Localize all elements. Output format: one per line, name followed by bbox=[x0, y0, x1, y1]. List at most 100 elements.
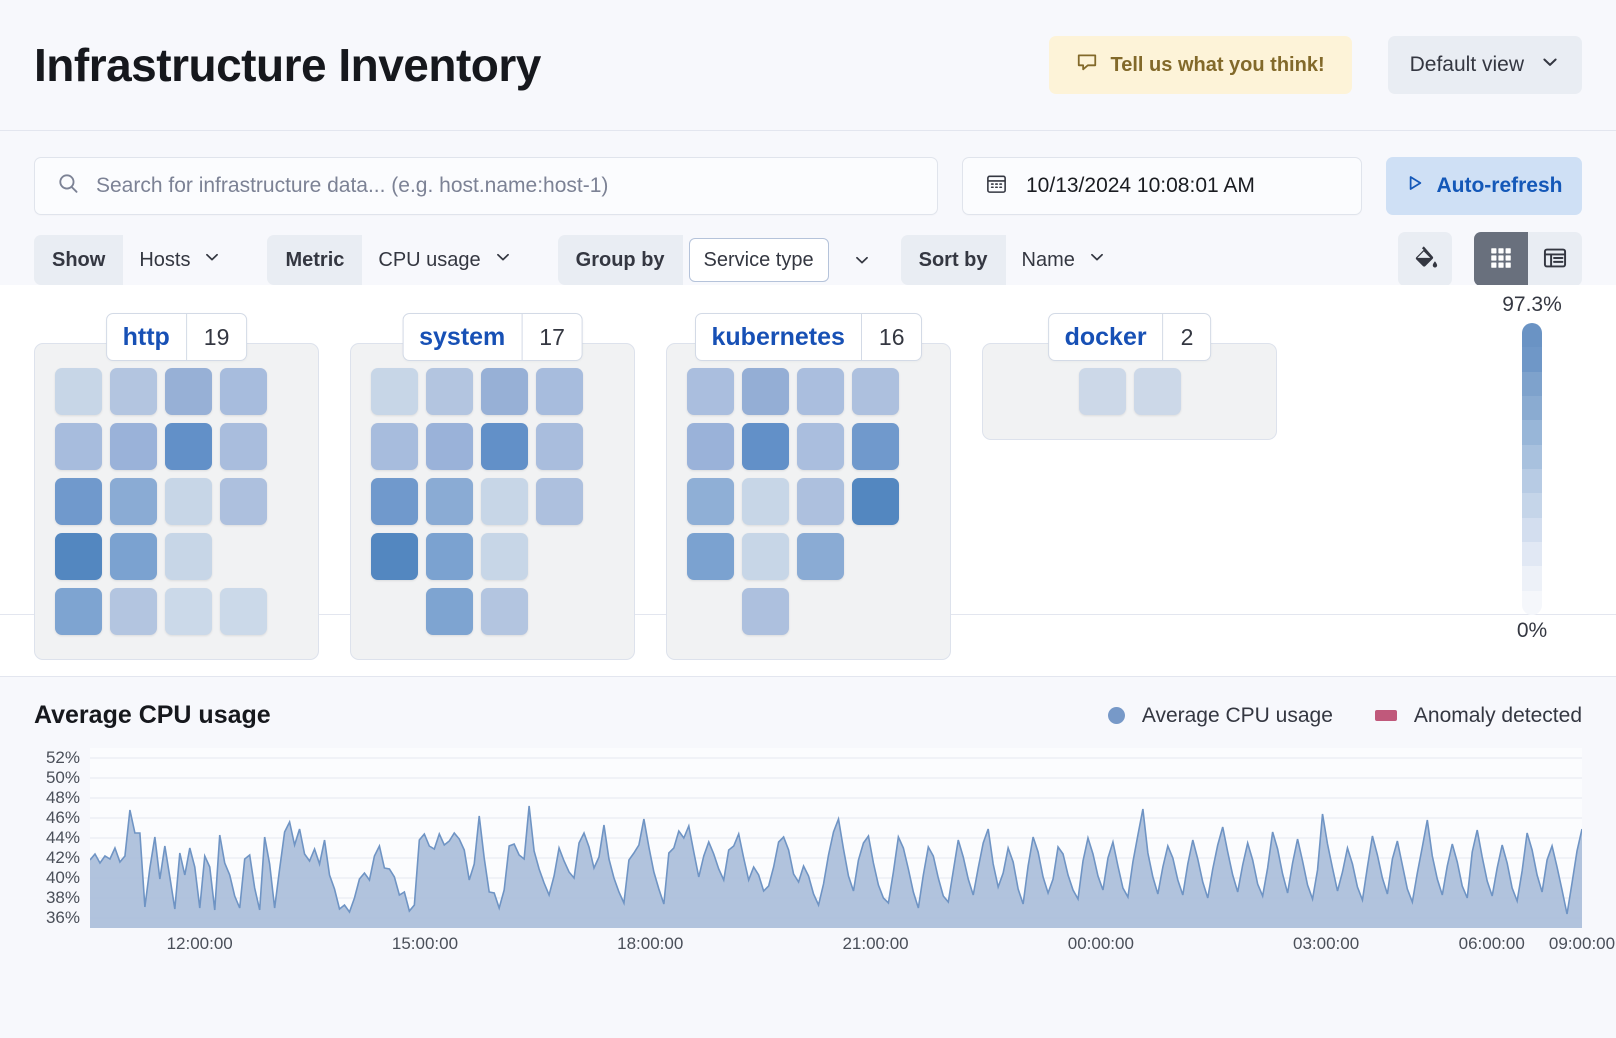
legend-label: Anomaly detected bbox=[1413, 703, 1582, 727]
group-name[interactable]: docker bbox=[1064, 322, 1147, 351]
view-selector-button[interactable]: Default view bbox=[1387, 36, 1582, 94]
host-tile[interactable] bbox=[110, 368, 157, 415]
host-tile[interactable] bbox=[687, 368, 734, 415]
host-tile[interactable] bbox=[426, 478, 473, 525]
filter-sort-by-control[interactable]: Name bbox=[1006, 235, 1134, 285]
host-tile[interactable] bbox=[55, 533, 102, 580]
host-tile[interactable] bbox=[426, 423, 473, 470]
group-count: 19 bbox=[185, 314, 247, 360]
host-tile[interactable] bbox=[536, 368, 583, 415]
group-name[interactable]: http bbox=[122, 322, 170, 351]
filter-show: Show Hosts bbox=[34, 235, 249, 285]
host-tile[interactable] bbox=[797, 423, 844, 470]
host-tile[interactable] bbox=[481, 533, 528, 580]
host-tile[interactable] bbox=[687, 533, 734, 580]
host-tile[interactable] bbox=[371, 533, 418, 580]
host-tile[interactable] bbox=[371, 423, 418, 470]
host-tile[interactable] bbox=[371, 368, 418, 415]
group-name[interactable]: system bbox=[419, 322, 506, 351]
host-tile[interactable] bbox=[55, 423, 102, 470]
filter-metric: Metric CPU usage bbox=[267, 235, 539, 285]
grid-view-icon bbox=[1488, 245, 1514, 274]
host-tile[interactable] bbox=[165, 533, 212, 580]
chart-canvas[interactable] bbox=[90, 748, 1582, 928]
legend-item-average-cpu-usage[interactable]: Average CPU usage bbox=[1107, 704, 1333, 728]
host-tile[interactable] bbox=[742, 423, 789, 470]
comment-icon bbox=[1076, 51, 1098, 79]
host-tile[interactable] bbox=[797, 478, 844, 525]
filter-sort-by-value-button[interactable]: Name bbox=[1006, 235, 1122, 285]
filter-group-by-value-button[interactable]: Service type bbox=[688, 238, 829, 282]
host-tile[interactable] bbox=[1133, 368, 1181, 415]
filter-show-value-button[interactable]: Hosts bbox=[123, 235, 237, 285]
host-tile[interactable] bbox=[852, 423, 899, 470]
host-tile[interactable] bbox=[165, 368, 212, 415]
host-tile[interactable] bbox=[165, 423, 212, 470]
chevron-down-icon bbox=[203, 248, 221, 272]
filter-metric-value-button[interactable]: CPU usage bbox=[362, 235, 527, 285]
x-axis-tick: 00:00:00 bbox=[1067, 934, 1134, 953]
group-name[interactable]: kubernetes bbox=[711, 322, 845, 351]
host-tile[interactable] bbox=[481, 478, 528, 525]
date-value: 10/13/2024 10:08:01 AM bbox=[1026, 174, 1255, 197]
host-tile[interactable] bbox=[426, 588, 473, 635]
host-tile[interactable] bbox=[426, 533, 473, 580]
host-tile[interactable] bbox=[1078, 368, 1126, 415]
host-tile[interactable] bbox=[55, 368, 102, 415]
legend-step bbox=[1522, 493, 1542, 518]
host-tile[interactable] bbox=[742, 368, 789, 415]
search-input[interactable]: Search for infrastructure data... (e.g. … bbox=[34, 157, 938, 215]
legend-step bbox=[1522, 541, 1542, 567]
host-tile[interactable] bbox=[110, 588, 157, 635]
auto-refresh-button[interactable]: Auto-refresh bbox=[1386, 157, 1582, 215]
host-tile[interactable] bbox=[742, 588, 789, 635]
group-badge[interactable]: http 19 bbox=[105, 313, 248, 361]
legend-item-anomaly-detected[interactable]: Anomaly detected bbox=[1374, 703, 1582, 728]
host-tile[interactable] bbox=[220, 368, 267, 415]
host-tile[interactable] bbox=[371, 478, 418, 525]
host-tile[interactable] bbox=[220, 478, 267, 525]
color-fill-icon-button[interactable] bbox=[1398, 232, 1452, 286]
host-tile[interactable] bbox=[687, 478, 734, 525]
host-tile[interactable] bbox=[110, 423, 157, 470]
table-view-button[interactable] bbox=[1528, 232, 1582, 286]
filter-group-by-control[interactable]: Service type bbox=[683, 238, 883, 282]
filter-metric-control[interactable]: CPU usage bbox=[362, 235, 539, 285]
x-axis-tick: 21:00:00 bbox=[842, 934, 909, 953]
host-tile[interactable] bbox=[742, 533, 789, 580]
grid-view-button[interactable] bbox=[1474, 232, 1528, 286]
host-tile[interactable] bbox=[536, 423, 583, 470]
host-tile[interactable] bbox=[165, 588, 212, 635]
host-tile[interactable] bbox=[797, 368, 844, 415]
filter-show-control[interactable]: Hosts bbox=[123, 235, 249, 285]
host-tile[interactable] bbox=[742, 478, 789, 525]
host-tile[interactable] bbox=[110, 478, 157, 525]
host-tile[interactable] bbox=[852, 368, 899, 415]
calendar-icon bbox=[985, 172, 1008, 200]
host-tile[interactable] bbox=[110, 533, 157, 580]
host-tile[interactable] bbox=[55, 478, 102, 525]
host-tile[interactable] bbox=[481, 368, 528, 415]
host-tile[interactable] bbox=[852, 478, 899, 525]
host-tile[interactable] bbox=[536, 478, 583, 525]
host-tile[interactable] bbox=[481, 423, 528, 470]
filter-show-label: Show bbox=[34, 235, 124, 285]
host-tile[interactable] bbox=[426, 368, 473, 415]
host-tile[interactable] bbox=[220, 588, 267, 635]
date-picker[interactable]: 10/13/2024 10:08:01 AM bbox=[962, 157, 1362, 215]
feedback-button[interactable]: Tell us what you think! bbox=[1048, 36, 1352, 94]
host-tile[interactable] bbox=[797, 533, 844, 580]
tile-spacer bbox=[536, 533, 583, 580]
chevron-down-icon[interactable] bbox=[853, 251, 871, 269]
host-tile[interactable] bbox=[687, 423, 734, 470]
host-tile[interactable] bbox=[481, 588, 528, 635]
host-tile[interactable] bbox=[165, 478, 212, 525]
legend-step bbox=[1522, 395, 1542, 421]
host-tile[interactable] bbox=[220, 423, 267, 470]
filter-row: Show Hosts Metric CPU usage bbox=[34, 232, 1582, 286]
host-tile[interactable] bbox=[55, 588, 102, 635]
